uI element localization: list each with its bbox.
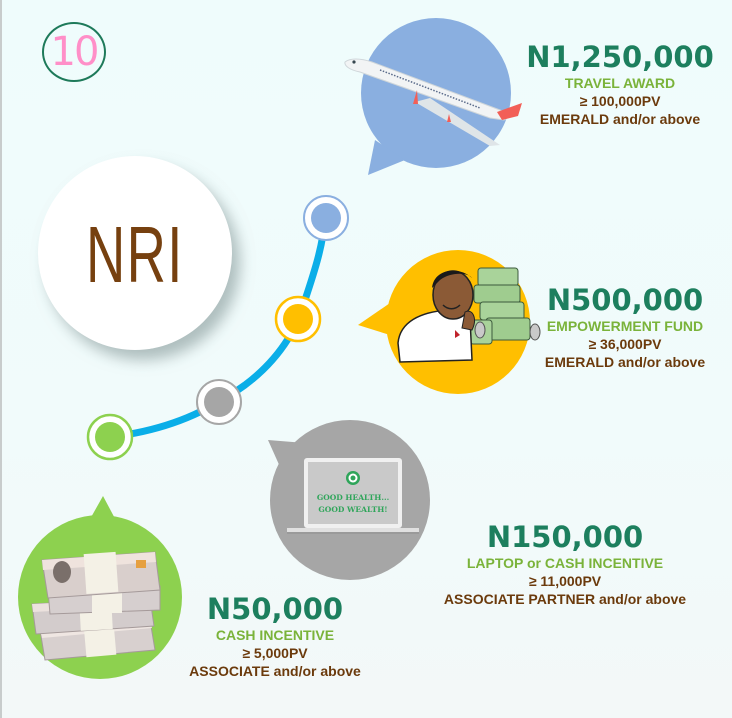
laptop-screen-line-1: GOOD HEALTH...	[317, 493, 389, 502]
award-pv-requirement: ≥ 100,000PV	[579, 93, 661, 109]
award-title: EMPOWERMENT FUND	[546, 318, 704, 334]
award-title: LAPTOP or CASH INCENTIVE	[466, 555, 664, 571]
award-pv-requirement: ≥ 5,000PV	[242, 645, 308, 661]
timeline-line	[106, 214, 329, 441]
laptop-screen-line-2: GOOD WEALTH!	[318, 505, 387, 514]
node-travel	[303, 195, 349, 241]
award-amount: N150,000	[486, 520, 644, 554]
award-travel: N1,250,000 TRAVEL AWARD ≥ 100,000PV EMER…	[520, 40, 720, 128]
cash-stack-icon	[31, 551, 161, 661]
award-empowerment: N500,000 EMPOWERMENT FUND ≥ 36,000PV EME…	[530, 283, 720, 371]
award-amount: N50,000	[206, 592, 344, 626]
award-title: CASH INCENTIVE	[215, 627, 335, 643]
award-rank-requirement: ASSOCIATE PARTNER and/or above	[443, 591, 687, 607]
man-with-money-icon	[397, 267, 541, 363]
award-title: TRAVEL AWARD	[564, 75, 676, 91]
award-rank-requirement: EMERALD and/or above	[544, 354, 706, 370]
award-pv-requirement: ≥ 11,000PV	[528, 573, 602, 589]
airplane-icon	[344, 58, 522, 146]
page-edge	[0, 0, 2, 718]
award-cash: N50,000 CASH INCENTIVE ≥ 5,000PV ASSOCIA…	[170, 592, 380, 680]
award-rank-requirement: EMERALD and/or above	[539, 111, 701, 127]
award-pv-requirement: ≥ 36,000PV	[588, 336, 662, 352]
award-amount: N500,000	[546, 283, 704, 317]
page-number-badge: 10	[42, 22, 106, 82]
page-number: 10	[50, 29, 100, 75]
award-rank-requirement: ASSOCIATE and/or above	[189, 663, 361, 679]
nri-title-circle: NRI	[38, 156, 232, 350]
node-cash	[86, 413, 134, 461]
node-laptop	[196, 379, 242, 425]
node-empowerment	[274, 295, 322, 343]
award-laptop: N150,000 LAPTOP or CASH INCENTIVE ≥ 11,0…	[420, 520, 710, 608]
award-amount: N1,250,000	[526, 40, 714, 74]
page-title: NRI	[86, 210, 184, 299]
laptop-icon: GOOD HEALTH... GOOD WEALTH!	[287, 458, 419, 534]
